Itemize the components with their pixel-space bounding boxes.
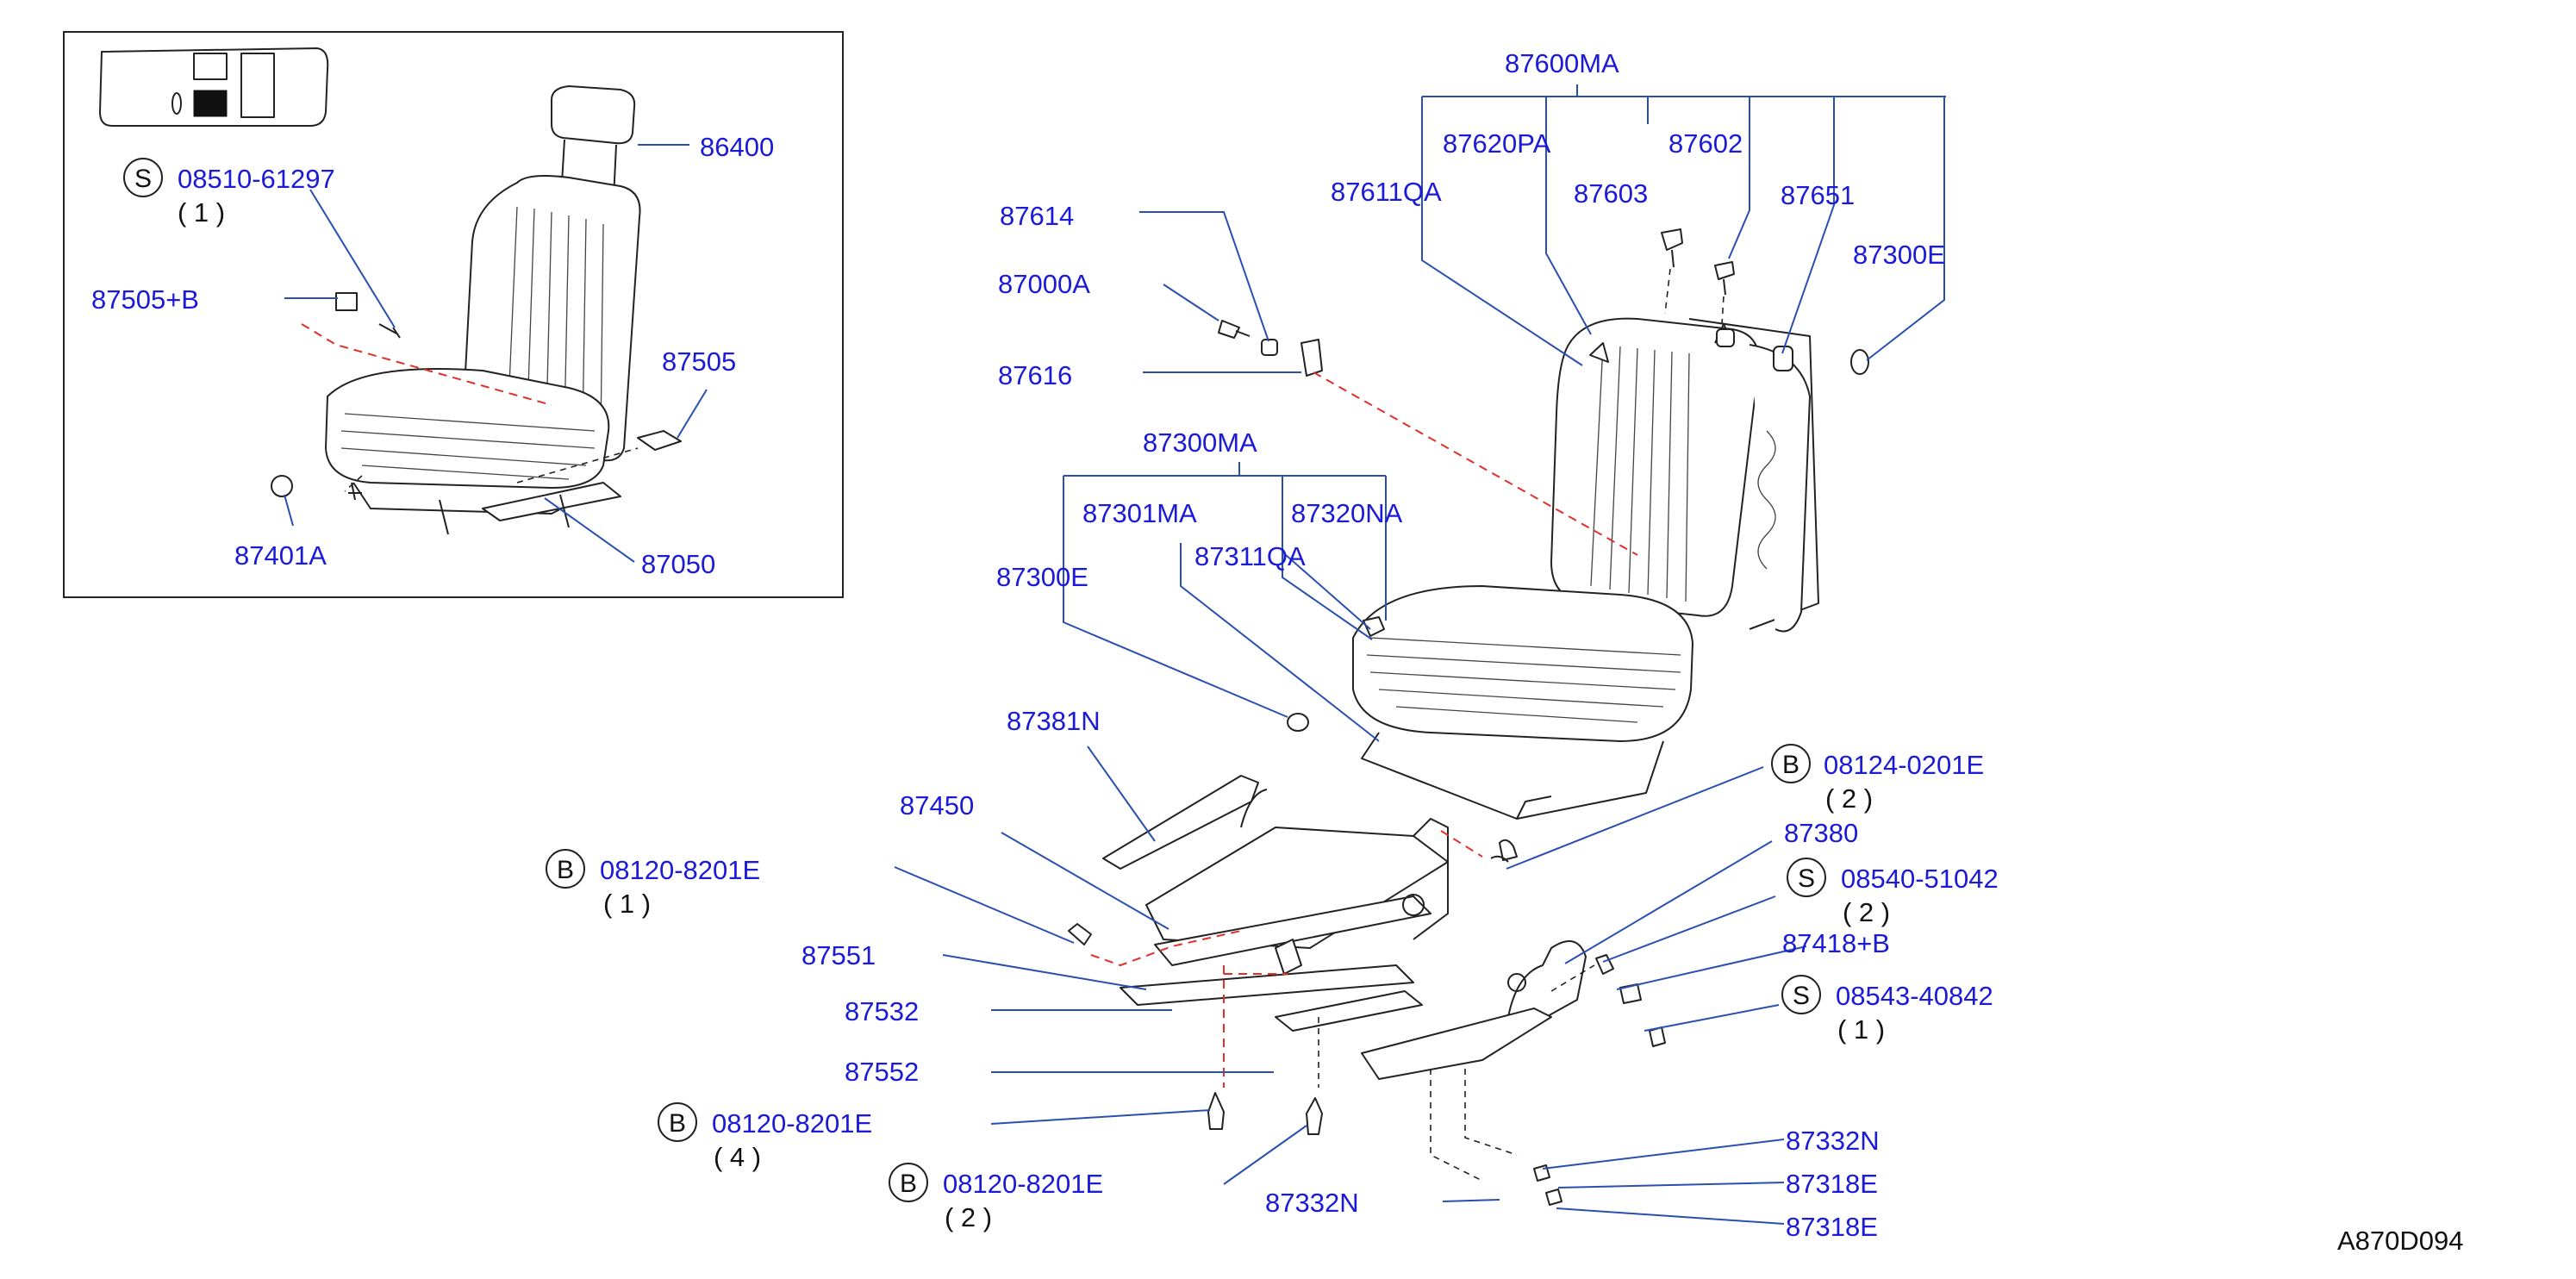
fastener-s-08543-40842: S 08543-40842 ( 1 ) — [1781, 975, 1993, 1045]
bolt-87000a-icon — [1218, 320, 1251, 339]
label-86400: 86400 — [700, 132, 774, 162]
fastener-prefix: S — [134, 165, 152, 193]
car-locator-icon — [99, 47, 329, 127]
label-87381n: 87381N — [1007, 706, 1101, 736]
label-87620pa: 87620PA — [1443, 128, 1551, 159]
label-87301ma: 87301MA — [1082, 498, 1197, 528]
grommet-87300e-icon — [1850, 349, 1869, 375]
label-87532: 87532 — [845, 996, 919, 1026]
leader-lines — [894, 84, 1946, 1225]
label-87318e-a: 87318E — [1786, 1169, 1878, 1199]
qty-08120-8201e-mid: ( 4 ) — [714, 1142, 761, 1172]
label-87450: 87450 — [900, 790, 974, 820]
label-08510-61297: 08510-61297 — [178, 164, 335, 194]
label-87332n-right: 87332N — [1786, 1126, 1880, 1156]
label-87603: 87603 — [1574, 178, 1648, 209]
bracket-87616-icon — [1300, 339, 1323, 377]
label-87050: 87050 — [641, 549, 715, 579]
label-87300e-top: 87300E — [1853, 240, 1945, 270]
inset-seat-icon — [271, 85, 682, 535]
label-08120-8201e-mid: 08120-8201E — [712, 1108, 872, 1139]
seat-adjuster-assembly — [1068, 775, 1666, 1206]
label-87401a: 87401A — [234, 540, 327, 571]
label-87320na: 87320NA — [1291, 498, 1403, 528]
fastener-b-08120-8201e-bottom: B 08120-8201E ( 2 ) — [889, 1163, 1103, 1232]
label-87614: 87614 — [1000, 201, 1074, 231]
qty-08510-61297: ( 1 ) — [178, 197, 225, 228]
qty-08543-40842: ( 1 ) — [1837, 1014, 1885, 1045]
label-87418b: 87418+B — [1782, 928, 1890, 958]
label-87602: 87602 — [1668, 128, 1743, 159]
label-08120-8201e-left: 08120-8201E — [600, 855, 760, 885]
qty-08124-0201e: ( 2 ) — [1825, 783, 1873, 814]
fastener-s-08540-51042: S 08540-51042 ( 2 ) — [1787, 858, 1999, 927]
qty-08120-8201e-left: ( 1 ) — [603, 889, 651, 919]
fastener-b-08120-8201e-left: B 08120-8201E ( 1 ) — [546, 849, 760, 919]
label-08120-8201e-bottom: 08120-8201E — [943, 1169, 1103, 1199]
fastener-prefix: S — [1793, 982, 1810, 1010]
label-08540-51042: 08540-51042 — [1841, 864, 1999, 894]
label-87651: 87651 — [1781, 180, 1855, 210]
label-87000a: 87000A — [998, 269, 1090, 299]
inset-overview: 86400 S 08510-61297 ( 1 ) 87505+B 87505 … — [63, 31, 844, 598]
qty-08540-51042: ( 2 ) — [1843, 897, 1890, 927]
label-87311qa: 87311QA — [1194, 541, 1306, 571]
seat-back-assembly — [1550, 317, 1819, 633]
fastener-b-08124-0201e: B 08124-0201E ( 2 ) — [1771, 744, 1984, 814]
fastener-prefix: B — [1782, 751, 1799, 779]
fastener-s-08510: S 08510-61297 ( 1 ) — [123, 158, 335, 228]
diagram-reference-code: A870D094 — [2337, 1226, 2464, 1256]
label-87505: 87505 — [662, 346, 736, 377]
label-87318e-b: 87318E — [1786, 1212, 1878, 1242]
label-87600ma: 87600MA — [1505, 48, 1619, 78]
fastener-prefix: B — [900, 1170, 917, 1198]
clip-87602-icon — [1714, 261, 1735, 296]
label-87300ma: 87300MA — [1143, 427, 1257, 458]
fastener-prefix: B — [557, 856, 574, 884]
clip-87603-icon — [1661, 228, 1683, 268]
label-87551: 87551 — [801, 940, 876, 970]
fastener-b-08120-8201e-mid: B 08120-8201E ( 4 ) — [658, 1102, 872, 1172]
qty-08120-8201e-bottom: ( 2 ) — [945, 1202, 992, 1232]
label-08543-40842: 08543-40842 — [1836, 981, 1993, 1011]
label-08124-0201e: 08124-0201E — [1824, 750, 1984, 780]
label-87552: 87552 — [845, 1057, 919, 1087]
seat-cushion-assembly — [1287, 585, 1693, 820]
cap-87614-icon — [1261, 339, 1278, 356]
label-87332n-bottom: 87332N — [1265, 1188, 1359, 1218]
label-87380: 87380 — [1784, 818, 1858, 848]
label-87300e-mid: 87300E — [996, 562, 1088, 592]
fastener-prefix: S — [1798, 864, 1815, 893]
label-87616: 87616 — [998, 360, 1072, 390]
fastener-prefix: B — [669, 1109, 686, 1138]
label-87611qa: 87611QA — [1331, 177, 1442, 207]
label-87505b: 87505+B — [91, 284, 199, 315]
